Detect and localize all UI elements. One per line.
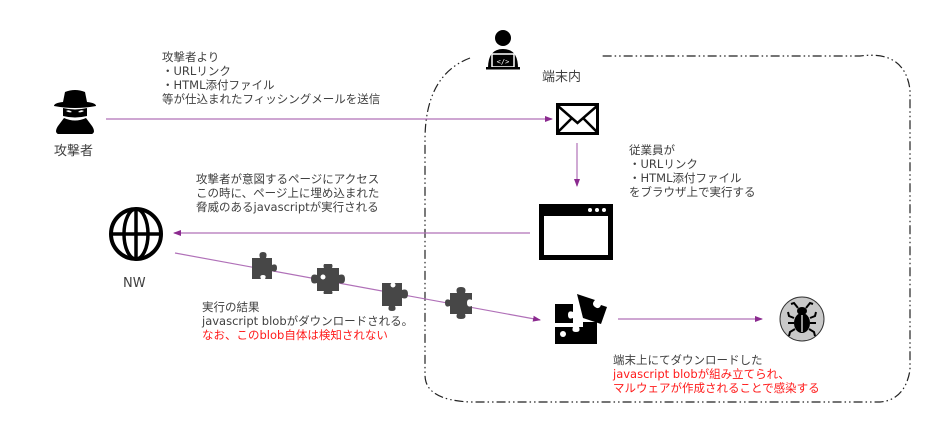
puzzle-assembled-icon bbox=[555, 294, 607, 344]
envelope-icon[interactable] bbox=[556, 103, 599, 135]
note-line: 脅威のあるjavascriptが実行される bbox=[196, 200, 379, 214]
note-line: 端末上にてダウンロードした bbox=[613, 353, 763, 367]
note-line: 攻撃者が意図するページにアクセス bbox=[196, 172, 380, 186]
note-line: 実行の結果 bbox=[202, 300, 260, 314]
note-line: ・URLリンク bbox=[629, 157, 698, 171]
endpoint-boundary bbox=[424, 54, 911, 403]
endpoint-label: 端末内 bbox=[542, 70, 582, 85]
assemble-alert: javascript blobが組み立てられ、 bbox=[613, 367, 790, 381]
arrow-download-blob bbox=[174, 252, 541, 322]
svg-text:</>: </> bbox=[497, 58, 510, 66]
globe-icon bbox=[109, 207, 163, 261]
note-line: ・HTML添付ファイル bbox=[162, 78, 275, 92]
spy-hat-icon bbox=[54, 90, 96, 134]
phishing-note: 攻撃者より ・URLリンク ・HTML添付ファイル 等が仕込まれたフィッシングメ… bbox=[162, 50, 380, 106]
assemble-note: 端末上にてダウンロードした javascript blobが組み立てられ、 マル… bbox=[613, 353, 820, 395]
developer-laptop-icon: </> bbox=[486, 30, 520, 70]
assemble-alert: マルウェアが作成されることで感染する bbox=[613, 381, 820, 395]
access-note: 攻撃者が意図するページにアクセス この時に、ページ上に埋め込まれた 脅威のあるj… bbox=[196, 172, 379, 214]
note-line: 等が仕込まれたフィッシングメールを送信 bbox=[162, 92, 381, 106]
note-line: ・HTML添付ファイル bbox=[629, 171, 742, 185]
note-line: この時に、ページ上に埋め込まれた bbox=[196, 186, 380, 200]
note-line: をブラウザ上で実行する bbox=[629, 185, 756, 199]
note-line: 従業員が bbox=[629, 143, 675, 157]
puzzle-piece-icon bbox=[311, 264, 345, 294]
employee-note: 従業員が ・URLリンク ・HTML添付ファイル をブラウザ上で実行する bbox=[629, 143, 756, 199]
download-note: 実行の結果 javascript blobがダウンロードされる。 なお、このbl… bbox=[202, 300, 413, 342]
network-label: NW bbox=[123, 276, 146, 291]
note-line: 攻撃者より bbox=[162, 50, 220, 64]
download-alert: なお、このblob自体は検知されない bbox=[202, 328, 388, 342]
puzzle-piece-icon bbox=[382, 282, 408, 311]
puzzle-piece-icon bbox=[252, 252, 277, 279]
puzzle-piece-icon bbox=[445, 287, 472, 319]
browser-window-icon[interactable] bbox=[539, 204, 613, 260]
note-line: ・URLリンク bbox=[162, 64, 231, 78]
note-line: javascript blobがダウンロードされる。 bbox=[202, 314, 414, 328]
attacker-label: 攻撃者 bbox=[54, 144, 94, 159]
bug-icon bbox=[779, 296, 825, 342]
